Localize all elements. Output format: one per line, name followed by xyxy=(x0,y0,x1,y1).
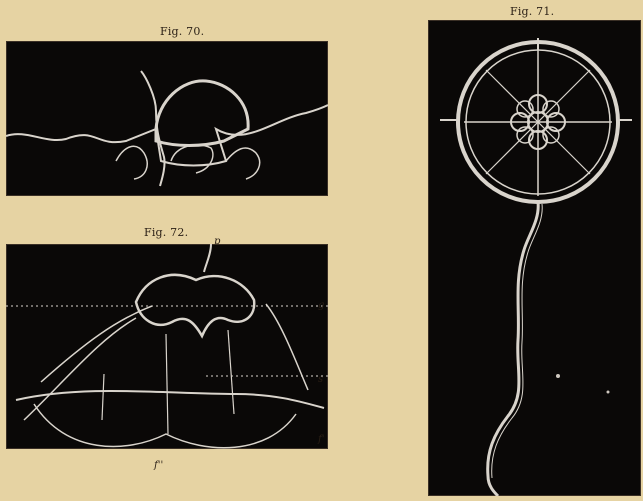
fig-70-illustration xyxy=(6,41,328,196)
fig-72-label-f1: f' xyxy=(318,434,324,445)
fig-72-label-g: g xyxy=(318,300,324,311)
fig-70-plate xyxy=(6,41,328,196)
fig-72-illustration xyxy=(6,244,328,449)
fig-72-label-s: s xyxy=(318,374,323,385)
fig-72-plate xyxy=(6,244,328,449)
fig-72-label-f2: f'' xyxy=(154,460,163,471)
fig-72-caption: Fig. 72. xyxy=(144,226,188,239)
fig-71-illustration xyxy=(428,20,641,496)
fig-71-plate xyxy=(428,20,641,496)
fig-71-caption: Fig. 71. xyxy=(510,5,554,18)
fig-70-caption: Fig. 70. xyxy=(160,25,204,38)
